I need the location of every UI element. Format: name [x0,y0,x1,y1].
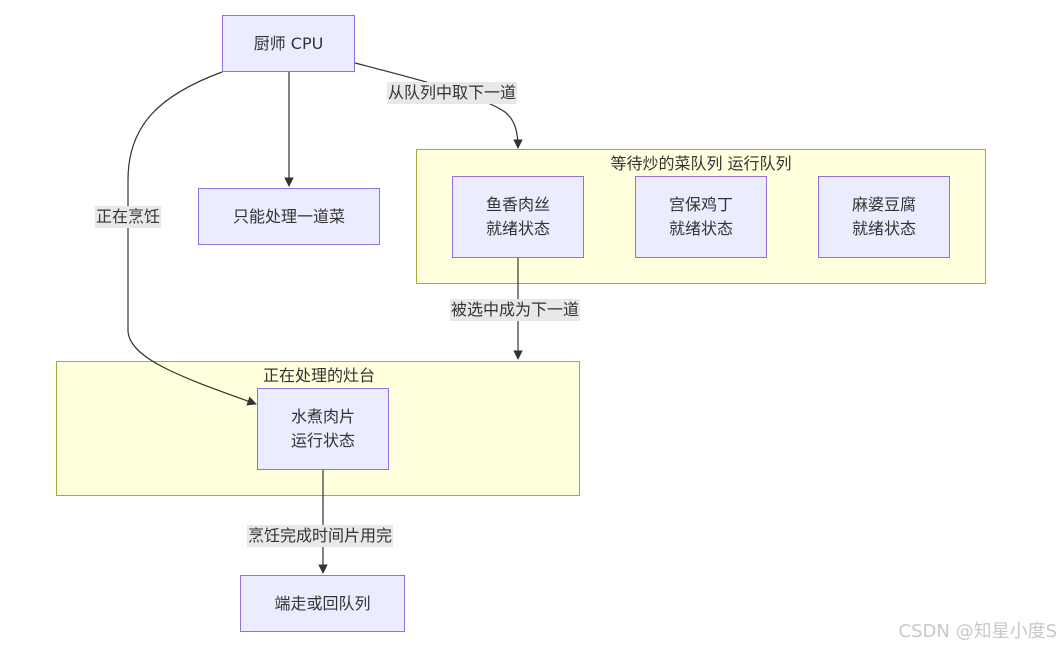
serve-label: 端走或回队列 [274,593,371,613]
stove-title: 正在处理的灶台 [262,366,375,385]
chef-cpu-node: 厨师 CPU [222,15,355,72]
edge-label-slice-done: 烹饪完成时间片用完 [247,525,394,547]
ready-queue-title: 等待炒的菜队列 运行队列 [610,154,792,173]
edge-chef-to-queue [354,62,523,149]
single-dish-label: 只能处理一道菜 [232,206,345,226]
gongbao-name: 宫保鸡丁 [668,195,733,214]
yuxiang-state: 就绪状态 [485,219,550,238]
shuizhu-name: 水煮肉片 [290,407,355,426]
shuizhu-node: 水煮肉片 运行状态 [257,388,389,470]
edge-label-selected-next: 被选中成为下一道 [450,299,581,321]
yuxiang-node: 鱼香肉丝 就绪状态 [452,176,584,258]
mapo-name: 麻婆豆腐 [851,195,916,214]
edge-label-take-next: 从队列中取下一道 [387,82,518,104]
mapo-node: 麻婆豆腐 就绪状态 [818,176,950,258]
edge-chef-to-shuizhu [127,71,257,406]
single-dish-node: 只能处理一道菜 [198,188,380,245]
stove-cluster: 正在处理的灶台 [56,361,580,496]
csdn-watermark: CSDN @知星小度S [898,621,1057,642]
gongbao-state: 就绪状态 [668,219,733,238]
serve-node: 端走或回队列 [240,575,405,632]
chef-cpu-label: 厨师 CPU [253,33,324,53]
mapo-state: 就绪状态 [851,219,916,238]
gongbao-node: 宫保鸡丁 就绪状态 [635,176,767,258]
shuizhu-state: 运行状态 [290,431,355,450]
edge-label-cooking: 正在烹饪 [95,206,162,228]
yuxiang-name: 鱼香肉丝 [485,195,550,214]
